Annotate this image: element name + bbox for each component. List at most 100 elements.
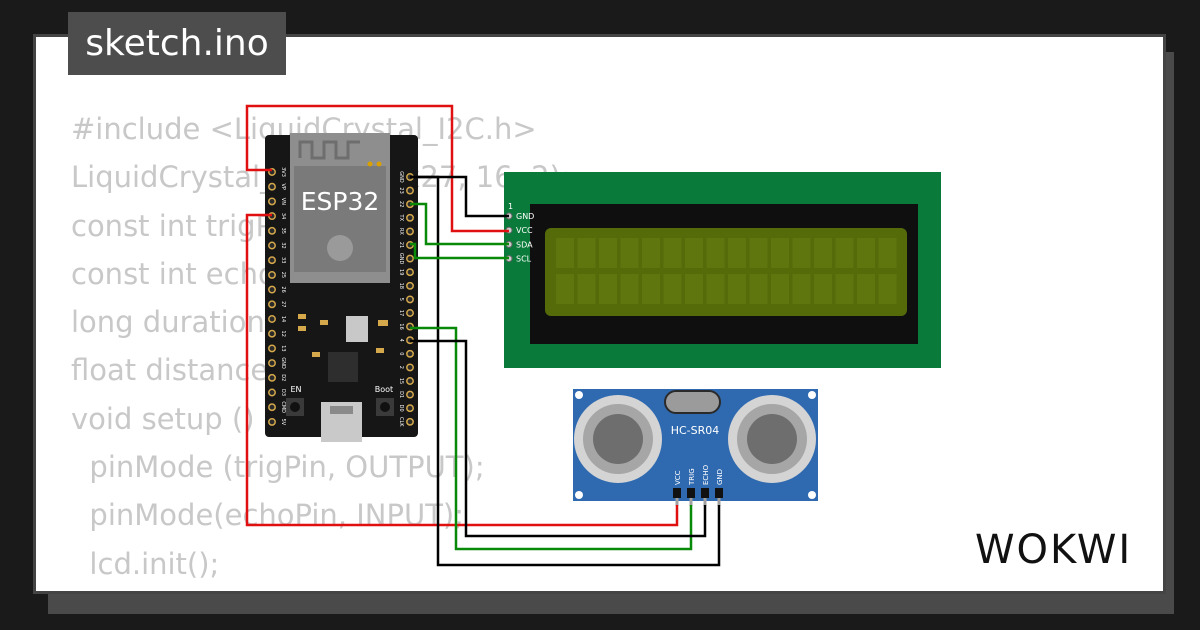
- lcd-cell: [792, 274, 811, 304]
- sensor-label: HC-SR04: [671, 424, 720, 437]
- ultrasonic-receiver: [728, 395, 816, 483]
- esp32-pin-label: GND: [398, 171, 404, 183]
- esp32-pin[interactable]: [268, 241, 276, 250]
- esp32-pin[interactable]: [268, 373, 276, 382]
- lcd-cell: [857, 238, 875, 268]
- esp32-pin-label: 0: [398, 352, 404, 355]
- en-label: EN: [290, 385, 301, 394]
- wire-scl-green: [410, 242, 509, 260]
- esp32-pin-label: 3V3: [280, 167, 286, 177]
- lcd-cell: [749, 274, 768, 304]
- lcd-cell: [857, 274, 875, 304]
- esp32-pin[interactable]: [268, 182, 276, 191]
- lcd-cell: [771, 238, 789, 268]
- esp32-pin[interactable]: [268, 226, 276, 235]
- sensor-pin[interactable]: [715, 488, 723, 498]
- esp32-pin[interactable]: [406, 309, 414, 317]
- esp32-pin-label: 23: [398, 187, 404, 193]
- esp32-pin-label: 19: [398, 269, 404, 275]
- esp32-pin[interactable]: [406, 417, 414, 426]
- esp32-pin[interactable]: [406, 186, 414, 195]
- esp32-pin-label: D0: [398, 405, 404, 412]
- esp32-pin[interactable]: [406, 281, 414, 290]
- esp32-pin-label: 5V: [280, 419, 286, 426]
- esp32-pin[interactable]: [406, 227, 414, 236]
- esp32-pin-label: 12: [280, 331, 286, 337]
- code-line: pinMode(echoPin, INPUT);: [71, 498, 465, 533]
- esp32-pin[interactable]: [268, 329, 276, 338]
- esp32-pin[interactable]: [406, 349, 414, 358]
- esp32-pin[interactable]: [268, 256, 276, 265]
- lcd-cell: [577, 274, 596, 304]
- sensor-pin[interactable]: [687, 488, 695, 498]
- lcd-cell: [706, 274, 725, 304]
- lcd-cell: [685, 238, 703, 268]
- esp32-pin[interactable]: [268, 197, 276, 206]
- esp32-pin[interactable]: [268, 403, 276, 412]
- lcd-cell: [814, 238, 832, 268]
- esp32-pin[interactable]: [268, 315, 276, 323]
- esp32-pin[interactable]: [406, 377, 414, 385]
- sensor-pin-leg: [675, 498, 679, 506]
- esp32-pin[interactable]: [268, 270, 276, 279]
- lcd-pin-label: VCC: [516, 226, 533, 235]
- esp32-pin-label: 25: [280, 272, 286, 278]
- lcd-cell: [663, 238, 682, 268]
- lcd-cell: [728, 238, 746, 268]
- sensor-pin-leg: [689, 498, 693, 506]
- esp32-pin-label: 26: [280, 286, 286, 292]
- esp32-pin-label: CLK: [398, 417, 404, 427]
- esp32-pin-label: 13: [280, 345, 286, 351]
- sensor-pin[interactable]: [673, 488, 681, 498]
- wire-gnd-sensor-black: [410, 175, 721, 567]
- esp32-pin-label: 5: [398, 298, 404, 301]
- lcd-pin-one-label: 1: [508, 202, 513, 211]
- espressif-logo-icon: [327, 235, 353, 261]
- esp32-pin-label: D2: [280, 374, 286, 381]
- esp32-board[interactable]: ESP32 EN Boot 3V3VPVN3435323325262714121…: [265, 133, 418, 442]
- esp32-pin-label: VN: [280, 198, 286, 205]
- sensor-pin[interactable]: [701, 488, 709, 498]
- esp32-pin[interactable]: [268, 359, 276, 368]
- esp32-pin[interactable]: [406, 213, 414, 222]
- esp32-pin[interactable]: [268, 285, 276, 294]
- esp32-pin[interactable]: [406, 390, 414, 399]
- sensor-pin-label: TRIG: [688, 468, 696, 486]
- esp32-pin[interactable]: [406, 363, 414, 372]
- esp32-pin-label: TX: [398, 214, 404, 222]
- code-line: pinMode (trigPin, OUTPUT);: [71, 450, 485, 485]
- lcd-cell: [771, 274, 789, 304]
- esp32-pin[interactable]: [406, 254, 414, 263]
- esp32-pin-label: 2: [398, 366, 404, 369]
- esp32-pin-label: RX: [398, 228, 404, 235]
- lcd-cell: [642, 274, 660, 304]
- esp32-pin[interactable]: [268, 417, 276, 426]
- wires: [245, 104, 721, 567]
- lcd-cell: [814, 274, 832, 304]
- chip-label: ESP32: [301, 187, 380, 216]
- esp32-pin[interactable]: [268, 388, 276, 397]
- wire-trig-green: [410, 326, 693, 551]
- esp32-pin-label: 17: [398, 310, 404, 316]
- crystal-oscillator: [664, 390, 721, 414]
- esp32-pin-label: 18: [398, 283, 404, 289]
- esp32-pin[interactable]: [406, 268, 414, 277]
- lcd-cell: [835, 238, 854, 268]
- ultrasonic-transmitter: [574, 395, 662, 483]
- esp32-pin-label: 14: [280, 316, 286, 322]
- esp32-pin[interactable]: [406, 404, 414, 413]
- esp32-pin-label: 33: [280, 257, 286, 263]
- esp32-pin[interactable]: [268, 300, 276, 309]
- lcd-pin-label: SCL: [516, 255, 532, 264]
- sketch-title-badge[interactable]: sketch.ino: [68, 12, 286, 75]
- wokwi-logo: WOKWI: [975, 527, 1133, 573]
- esp32-pin[interactable]: [406, 295, 414, 304]
- esp32-pin-label: D3: [280, 389, 286, 396]
- esp32-pin[interactable]: [268, 344, 276, 353]
- esp32-pin-label: CMD: [280, 401, 286, 413]
- esp32-pin-label: 27: [280, 301, 286, 307]
